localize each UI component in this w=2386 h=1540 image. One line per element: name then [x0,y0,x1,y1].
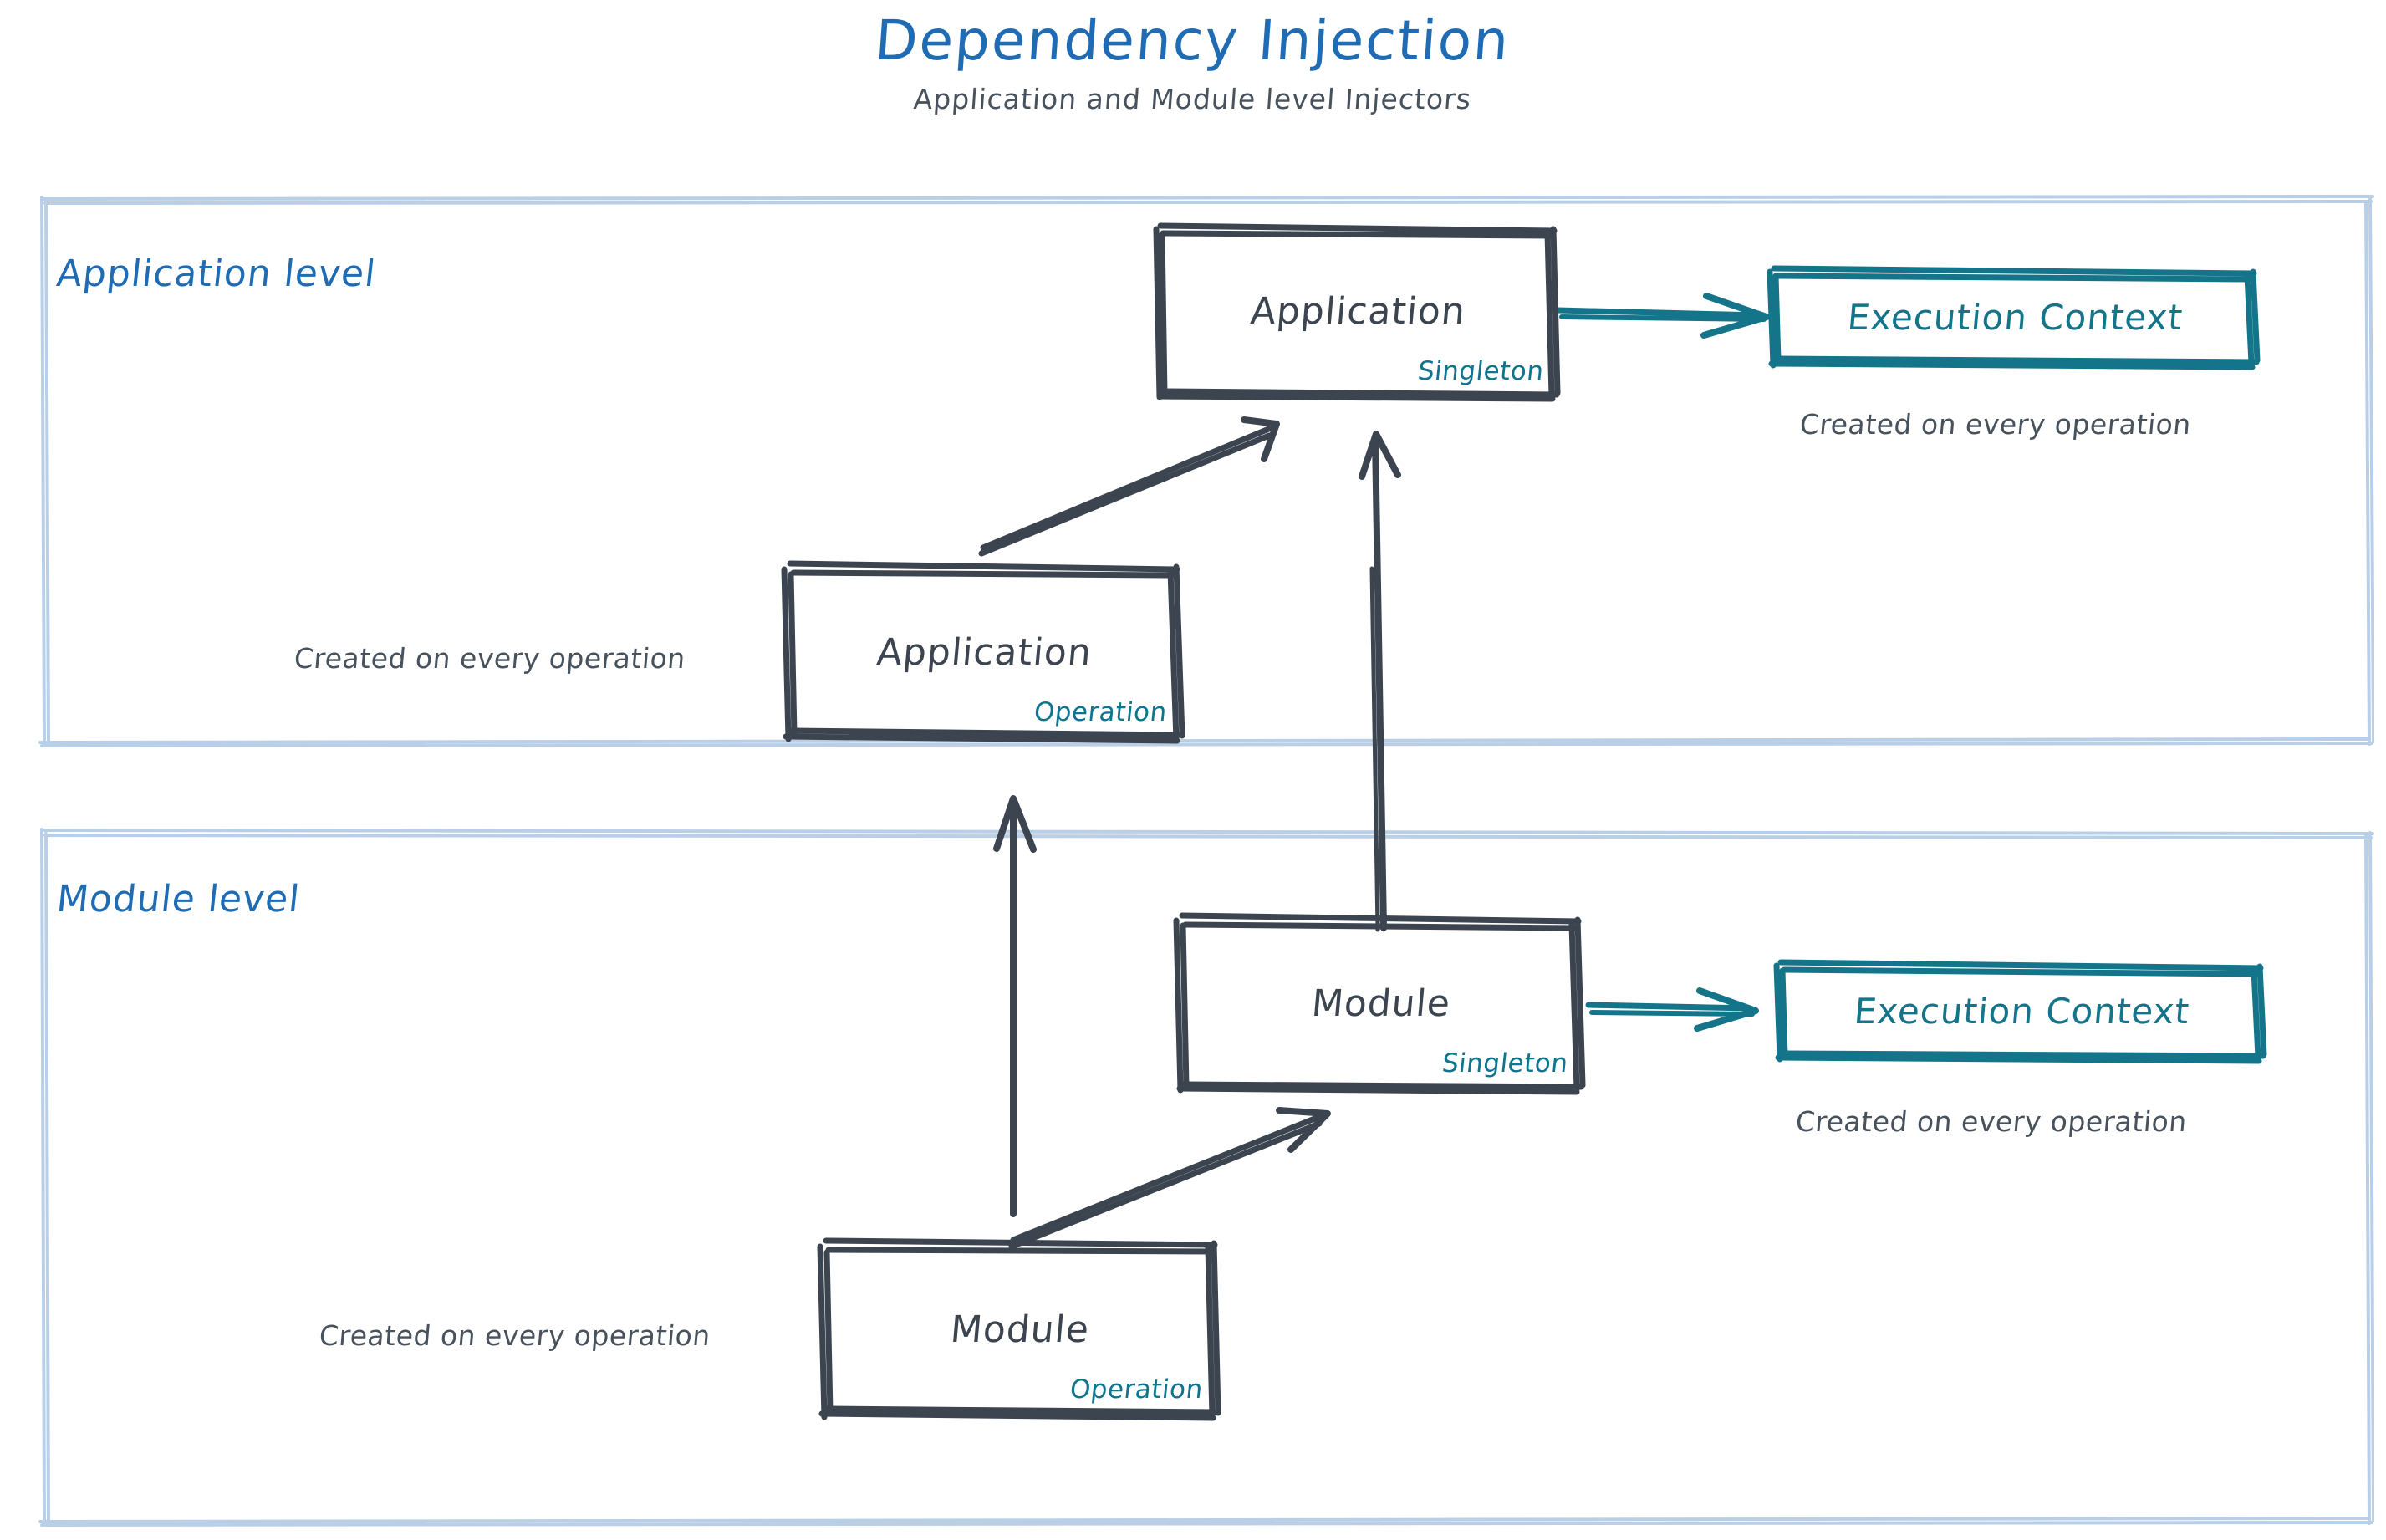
node-title: Application [874,630,1094,674]
node-border-sketch [817,1237,1221,1421]
node-execution-context-module[interactable]: Execution Context [1773,959,2267,1064]
node-application-singleton[interactable]: Application Singleton [1153,222,1561,402]
node-content: Execution Context [1779,966,2264,1056]
node-scope-badge: Singleton [1416,356,1546,386]
node-title: Module [948,1308,1092,1351]
panel-label-module-level: Module level [54,878,303,920]
node-module-singleton[interactable]: Module Singleton [1173,912,1586,1095]
node-scope-badge: Singleton [1440,1048,1570,1079]
node-scope-badge: Operation [1032,697,1169,727]
caption-app-context-note: Created on every operation [1798,408,2193,441]
node-border-sketch [781,560,1185,744]
caption-app-operation-note: Created on every operation [293,642,687,675]
node-title: Application [1248,289,1467,333]
panel-label-application-level: Application level [54,252,379,295]
node-title: Execution Context [1845,296,2185,338]
node-scope-badge: Operation [1068,1374,1205,1405]
diagram-header: Dependency Injection Application and Mod… [0,0,2386,115]
node-border-sketch [1153,222,1561,402]
node-content: Execution Context [1772,272,2257,362]
node-border-sketch [1173,912,1586,1095]
node-border-sketch [1773,959,2267,1064]
caption-module-context-note: Created on every operation [1794,1105,2189,1138]
node-application-operation[interactable]: Application Operation [781,560,1185,744]
node-module-operation[interactable]: Module Operation [817,1237,1221,1421]
caption-module-operation-note: Created on every operation [318,1319,712,1352]
node-execution-context-application[interactable]: Execution Context [1767,265,2261,370]
node-title: Execution Context [1852,990,2191,1032]
page-subtitle: Application and Module level Injectors [912,83,1473,116]
page-title: Dependency Injection [873,8,1512,73]
node-border-sketch [1767,265,2261,370]
node-title: Module [1309,982,1453,1025]
